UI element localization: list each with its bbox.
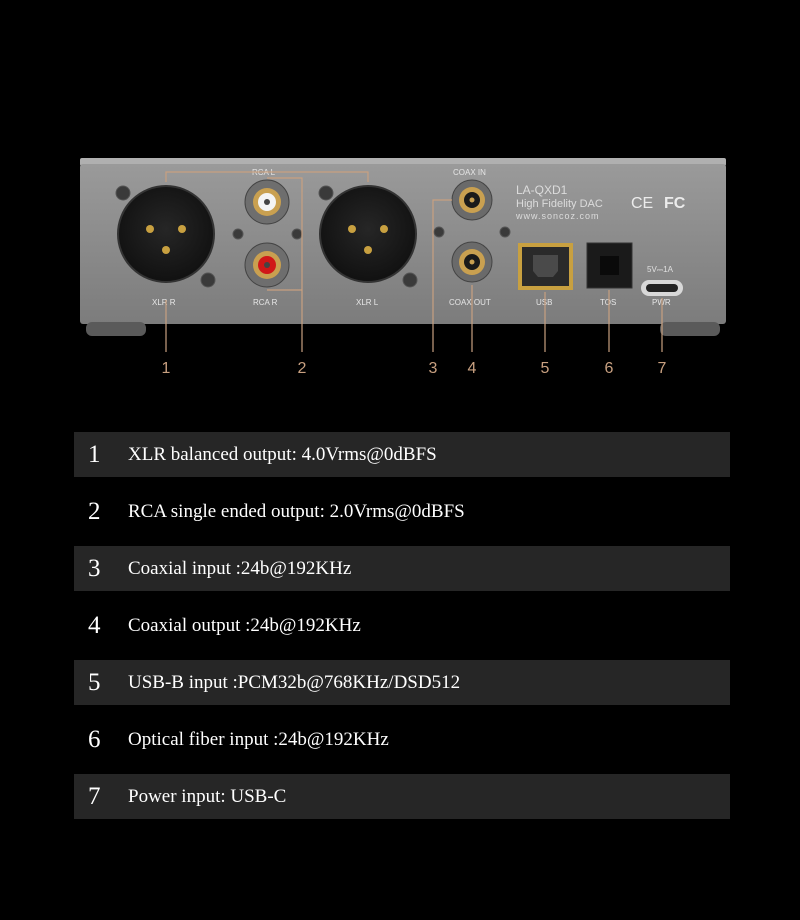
callout-number-3: 3 (429, 360, 438, 377)
spec-text: Coaxial input :24b@192KHz (128, 557, 352, 579)
dac-rear-panel-illustration: LA-QXD1 High Fidelity DAC www.soncoz.com… (80, 158, 726, 377)
chassis-foot-right (660, 322, 720, 336)
spec-list: 1 XLR balanced output: 4.0Vrms@0dBFS 2 R… (74, 432, 730, 831)
model-name: LA-QXD1 (516, 183, 568, 197)
callout-number-4: 4 (468, 360, 477, 377)
screw-icon (499, 226, 511, 238)
callout-number-1: 1 (162, 360, 171, 377)
chassis-foot-left (86, 322, 146, 336)
label-coax-in: COAX IN (453, 168, 486, 177)
usb-c-port-icon (641, 280, 683, 296)
coax-in-jack-icon (451, 179, 493, 221)
spec-number: 2 (88, 497, 101, 525)
spec-row: 7 Power input: USB-C (74, 774, 730, 819)
screw-icon (291, 228, 303, 240)
spec-text: Optical fiber input :24b@192KHz (128, 728, 389, 750)
callout-number-5: 5 (541, 360, 550, 377)
screw-icon (232, 228, 244, 240)
screw-icon (318, 185, 334, 201)
spec-number: 7 (88, 782, 101, 810)
xlr-l-connector-icon (319, 185, 417, 283)
spec-number: 1 (88, 440, 101, 468)
fcc-mark: FC (664, 195, 686, 212)
website: www.soncoz.com (515, 211, 600, 221)
spec-row: 3 Coaxial input :24b@192KHz (74, 546, 730, 591)
spec-number: 5 (88, 668, 101, 696)
label-xlr-r: XLR R (152, 298, 176, 307)
ce-mark: CE (631, 195, 653, 212)
xlr-r-connector-icon (117, 185, 215, 283)
screw-icon (200, 272, 216, 288)
spec-row: 5 USB-B input :PCM32b@768KHz/DSD512 (74, 660, 730, 705)
label-coax-out: COAX OUT (449, 298, 491, 307)
spec-number: 3 (88, 554, 101, 582)
screw-icon (115, 185, 131, 201)
spec-number: 6 (88, 725, 101, 753)
rca-r-jack-icon (244, 242, 290, 288)
callout-number-7: 7 (658, 360, 667, 377)
spec-number: 4 (88, 611, 101, 639)
spec-text: RCA single ended output: 2.0Vrms@0dBFS (128, 500, 465, 522)
spec-text: USB-B input :PCM32b@768KHz/DSD512 (128, 671, 461, 693)
callout-number-6: 6 (605, 360, 614, 377)
coax-out-jack-icon (451, 241, 493, 283)
usb-b-port-icon (518, 243, 573, 290)
model-subtitle: High Fidelity DAC (516, 198, 603, 210)
callout-lines (165, 171, 663, 352)
rca-l-jack-icon (244, 179, 290, 225)
spec-row: 4 Coaxial output :24b@192KHz (74, 603, 730, 648)
screw-icon (402, 272, 418, 288)
spec-text: Power input: USB-C (128, 785, 287, 807)
optical-port-icon (586, 242, 633, 289)
spec-row: 6 Optical fiber input :24b@192KHz (74, 717, 730, 762)
spec-text: Coaxial output :24b@192KHz (128, 614, 361, 636)
spec-text: XLR balanced output: 4.0Vrms@0dBFS (128, 443, 437, 465)
screw-icon (433, 226, 445, 238)
screw-icons (115, 185, 511, 288)
spec-row: 2 RCA single ended output: 2.0Vrms@0dBFS (74, 489, 730, 534)
power-rating: 5V⎓1A (647, 265, 674, 274)
label-xlr-l: XLR L (356, 298, 379, 307)
spec-row: 1 XLR balanced output: 4.0Vrms@0dBFS (74, 432, 730, 477)
label-rca-r: RCA R (253, 298, 278, 307)
callout-number-2: 2 (298, 360, 307, 377)
label-tos: TOS (600, 298, 616, 307)
label-usb: USB (536, 298, 552, 307)
